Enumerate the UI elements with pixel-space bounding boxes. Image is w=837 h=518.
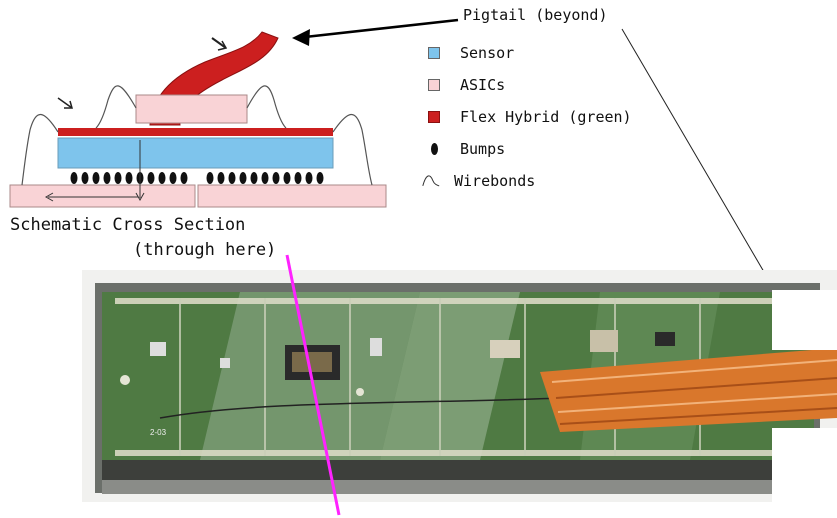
top-asic [136,95,247,123]
svg-text:2-03: 2-03 [150,428,167,437]
legend-label-wirebonds: Wirebonds [454,172,535,190]
wirebond-icon [422,174,440,188]
pigtail-label: Pigtail (beyond) [463,8,608,23]
flex-swatch [428,111,440,123]
legend-label-asics: ASICs [460,76,505,94]
bottom-asic-right [198,185,386,207]
module-photo: 2-03 [82,270,837,508]
legend-item-wirebonds: Wirebonds [422,172,535,190]
legend-label-bumps: Bumps [460,140,505,158]
pigtail-pointer [292,20,458,46]
asic-swatch [428,79,440,91]
sensor-layer [58,138,333,168]
bump-icon [428,142,440,156]
bottom-asic-left [10,185,195,207]
legend-label-sensor: Sensor [460,44,514,62]
legend-item-asics: ASICs [428,76,505,94]
legend-label-flex: Flex Hybrid (green) [460,108,632,126]
legend-item-bumps: Bumps [428,140,505,158]
schematic-cross-section [10,32,386,207]
bump-row [71,172,324,184]
cross-section-title: Schematic Cross Section [10,217,245,234]
cross-section-subtitle: (through here) [133,242,276,259]
legend-item-flex: Flex Hybrid (green) [428,108,632,126]
legend-item-sensor: Sensor [428,44,514,62]
flex-hybrid-layer [58,128,333,136]
sensor-swatch [428,47,440,59]
